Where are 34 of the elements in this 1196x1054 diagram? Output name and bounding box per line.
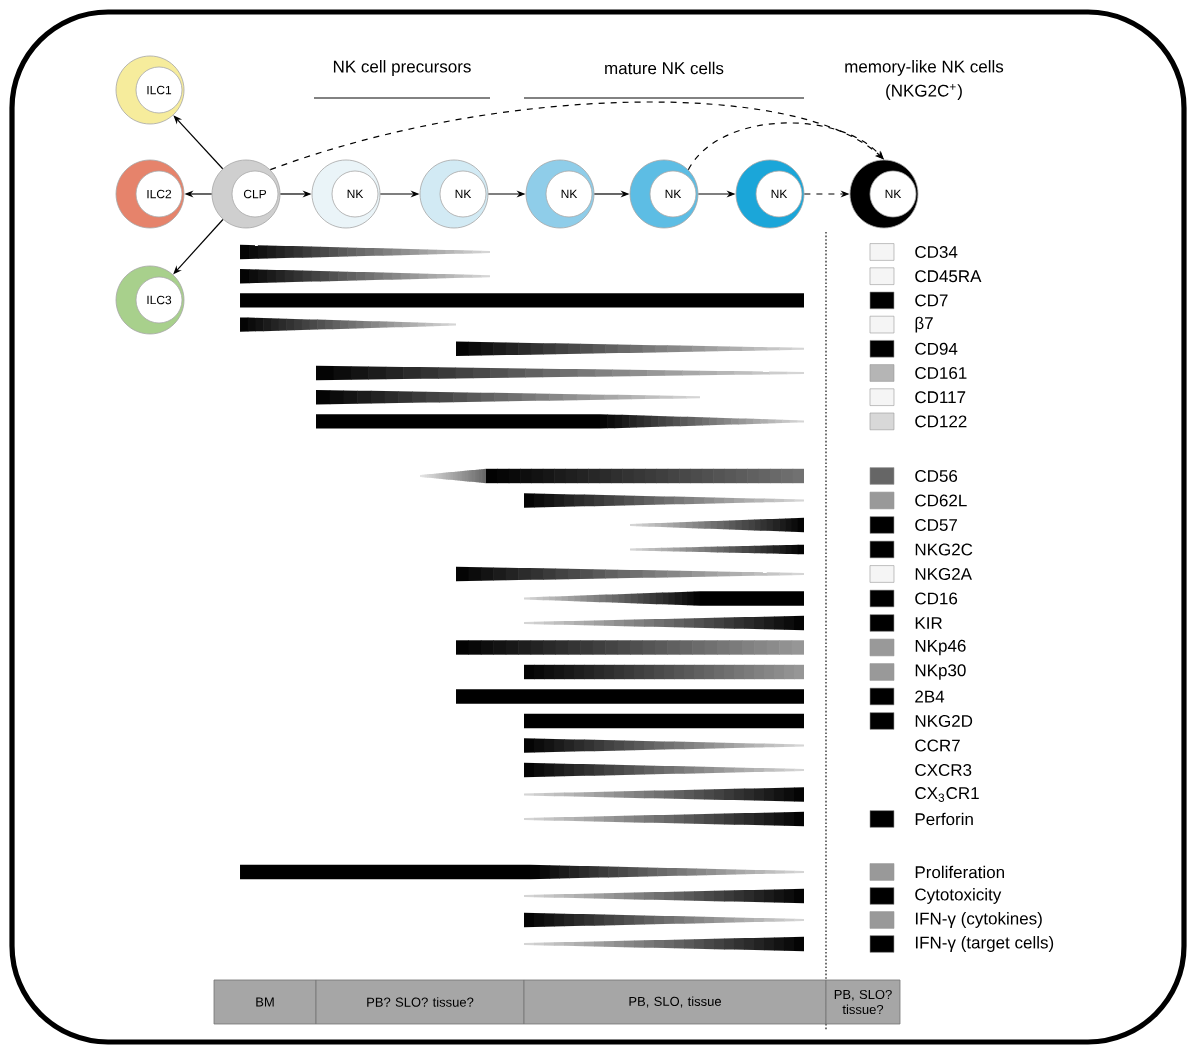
legend-label: 2B4	[915, 690, 945, 703]
legend-label: CD16	[915, 592, 958, 605]
arrow	[269, 101, 884, 171]
legend-label: NKG2C	[915, 543, 973, 556]
header-label: NK cell precursors	[333, 60, 471, 76]
legend-label: CD57	[915, 519, 957, 531]
legend-label: CD117	[915, 391, 966, 404]
header-label: (NKG2C$^{+}$)	[886, 84, 962, 100]
legend-label: NKG2A	[915, 568, 972, 580]
legend-label: CD122	[915, 415, 967, 428]
arrow	[173, 115, 224, 170]
legend-label: CD62L	[915, 494, 967, 507]
legend-label: CXCR3	[915, 764, 972, 776]
legend-label: CD56	[915, 470, 958, 482]
legend-label: Perforin	[915, 812, 973, 826]
legend-label: IFN-γ (target cells)	[915, 936, 1054, 952]
legend-label: CD34	[915, 246, 958, 258]
legend-label: NKp46	[915, 639, 966, 656]
legend-label: KIR	[915, 617, 942, 629]
header-label: memory-like NK cells	[845, 60, 1004, 76]
legend-label: CX$_{3}$CR1	[915, 787, 979, 802]
legend-label: CD161	[915, 367, 967, 379]
legend-label: Proliferation	[915, 865, 1004, 879]
header-label: mature NK cells	[605, 61, 724, 75]
legend-label: NKp30	[915, 664, 966, 680]
legend-label: CD45RA	[915, 270, 982, 283]
legend-label: CD7	[915, 294, 948, 307]
legend-label: CCR7	[915, 739, 960, 752]
legend-label: CD94	[915, 342, 958, 355]
legend-label: Cytotoxicity	[915, 888, 1002, 904]
legend-label: β7	[915, 316, 933, 333]
legend-label: IFN-γ (cytokines)	[915, 912, 1042, 928]
arrow	[687, 122, 884, 171]
legend-label: NKG2D	[915, 715, 973, 727]
